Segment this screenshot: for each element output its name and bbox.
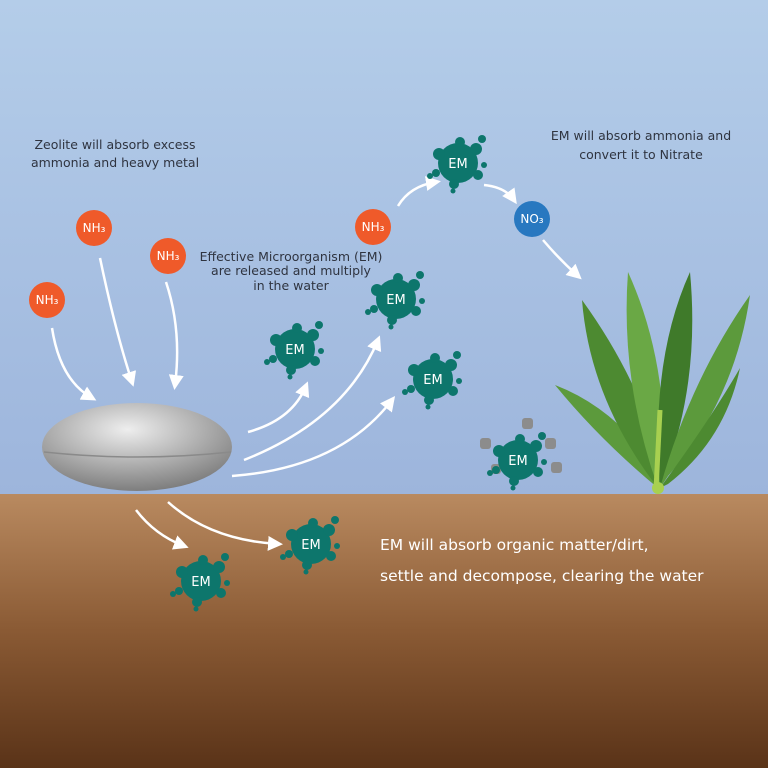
em-microorganism: EM: [402, 351, 462, 410]
svg-text:EM: EM: [423, 373, 442, 388]
arrow-nh3-to-em: [396, 176, 441, 207]
svg-text:EM: EM: [301, 538, 320, 553]
arrow-nh3-to-zeolite-2: [98, 257, 137, 387]
em-microorganism: EM: [170, 553, 230, 612]
arrow-em-to-no3: [483, 183, 517, 205]
arrow-nh3-to-zeolite-1: [50, 327, 97, 401]
zeolite-caption-line1: Zeolite will absorb excess: [34, 137, 195, 152]
arrow-zeolite-to-em-soil-1: [135, 509, 189, 550]
arrow-zeolite-to-em-1: [247, 381, 310, 434]
svg-text:EM: EM: [285, 343, 304, 358]
ammonia-chip: NH₃: [150, 238, 186, 274]
svg-text:EM: EM: [386, 293, 405, 308]
em-release-caption-line2: are released and multiply: [211, 263, 372, 278]
em-release-caption-line1: Effective Microorganism (EM): [200, 249, 383, 264]
arrow-zeolite-to-em-2: [243, 335, 382, 462]
aquatic-plant: [555, 272, 750, 494]
zeolite-caption-line2: ammonia and heavy metal: [31, 155, 199, 170]
arrow-zeolite-to-em-3: [231, 396, 396, 478]
svg-text:EM: EM: [191, 575, 210, 590]
soil-caption-line1: EM will absorb organic matter/dirt,: [380, 536, 649, 554]
svg-text:EM: EM: [448, 157, 467, 172]
arrow-nh3-to-zeolite-3: [164, 281, 184, 390]
svg-text:NH₃: NH₃: [157, 249, 180, 263]
svg-text:NH₃: NH₃: [362, 220, 385, 234]
arrow-no3-to-plant: [542, 239, 582, 280]
ammonia-chip: NH₃: [355, 209, 391, 245]
em-microorganism: EM: [427, 135, 487, 194]
nitrate-chip: NO₃: [514, 201, 550, 237]
svg-text:NH₃: NH₃: [36, 293, 59, 307]
em-microorganism: EM: [280, 516, 340, 575]
nitrate-caption-line1: EM will absorb ammonia and: [551, 128, 731, 143]
ammonia-chip: NH₃: [76, 210, 112, 246]
zeolite-stone: [42, 403, 232, 491]
ammonia-chip: NH₃: [29, 282, 65, 318]
arrow-zeolite-to-em-soil-2: [167, 501, 283, 551]
soil-background: [0, 494, 768, 768]
em-microorganism: EM: [487, 432, 547, 491]
svg-text:NH₃: NH₃: [83, 221, 106, 235]
nitrate-caption-line2: convert it to Nitrate: [579, 147, 703, 162]
svg-text:EM: EM: [508, 454, 527, 469]
em-release-caption-line3: in the water: [253, 278, 329, 293]
em-microorganism: EM: [264, 321, 324, 380]
svg-text:NO₃: NO₃: [520, 212, 543, 226]
soil-caption-line2: settle and decompose, clearing the water: [380, 567, 704, 585]
em-microorganism: EM: [365, 271, 425, 330]
